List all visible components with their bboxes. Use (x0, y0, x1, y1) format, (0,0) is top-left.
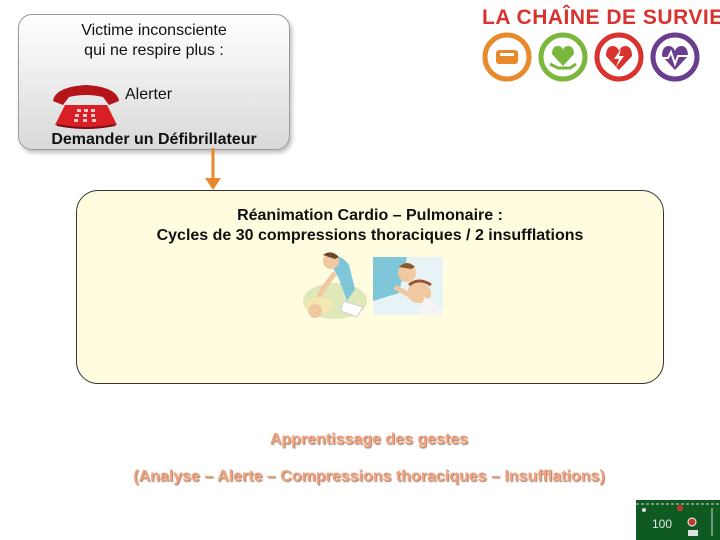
down-arrow (205, 148, 221, 190)
cpr-step-box: Réanimation Cardio – Pulmonaire : Cycles… (76, 190, 664, 384)
rescue-breath-illustration (373, 257, 443, 315)
learning-title: Apprentissage des gestes (269, 431, 469, 448)
chest-compression-illustration (303, 252, 367, 319)
chain-of-survival-title: LA CHAÎNE DE SURVIE (482, 6, 720, 29)
phone-icon (53, 85, 119, 129)
defibrillator-label: Demander un Défibrillateur (51, 131, 257, 148)
page-corner-decoration: 100 (636, 500, 720, 540)
field-pattern (636, 503, 720, 536)
hands-heart-icon (538, 32, 588, 82)
phone-icon (482, 32, 532, 82)
page-number: 100 (652, 517, 673, 531)
defibrillator-heart-icon (594, 32, 644, 82)
alert-step-box: Victime inconsciente qui ne respire plus… (18, 14, 290, 150)
alert-label: Alerter (125, 86, 173, 103)
chain-of-survival-logo (482, 32, 700, 82)
cpr-cycles-text: Cycles de 30 compressions thoraciques / … (156, 227, 584, 244)
learning-subtitle: (Analyse – Alerte – Compressions thoraci… (133, 468, 605, 485)
victim-state-text: Victime inconsciente qui ne respire plus… (81, 22, 227, 59)
heartbeat-icon (650, 32, 700, 82)
cpr-title: Réanimation Cardio – Pulmonaire : (237, 207, 503, 224)
